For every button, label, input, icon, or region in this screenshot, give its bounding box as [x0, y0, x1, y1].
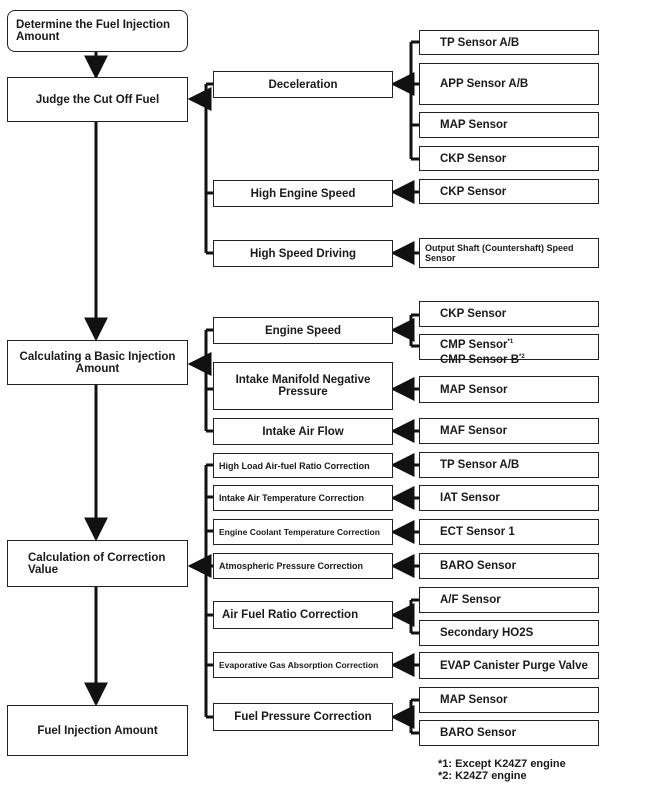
- footnote-2: *2: K24Z7 engine: [438, 770, 527, 782]
- sensor-maf: MAF Sensor: [419, 418, 599, 444]
- sensor-evap: EVAP Canister Purge Valve: [419, 652, 599, 679]
- condition-af-ratio: Air Fuel Ratio Correction: [213, 601, 393, 629]
- sensor-iat: IAT Sensor: [419, 485, 599, 511]
- step-determine-label: Determine the Fuel Injection Amount: [16, 19, 170, 43]
- sensor-ckp-2: CKP Sensor: [419, 179, 599, 204]
- condition-evap-gas: Evaporative Gas Absorption Correction: [213, 652, 393, 678]
- step-basic-box: Calculating a Basic Injection Amount: [7, 340, 188, 385]
- condition-high-speed-driving: High Speed Driving: [213, 240, 393, 267]
- condition-coolant-temp: Engine Coolant Temperature Correction: [213, 519, 393, 545]
- condition-atmospheric: Atmospheric Pressure Correction: [213, 553, 393, 579]
- condition-intake-air-flow: Intake Air Flow: [213, 418, 393, 445]
- sensor-ect1: ECT Sensor 1: [419, 519, 599, 545]
- condition-high-engine-speed: High Engine Speed: [213, 180, 393, 207]
- sensor-map-3: MAP Sensor: [419, 687, 599, 713]
- footnote-mark-1: *1: [507, 339, 514, 345]
- sensor-baro-2: BARO Sensor: [419, 720, 599, 746]
- sensor-cmp-2: CMP Sensor B*2: [440, 353, 525, 366]
- sensor-tp-ab-1: TP Sensor A/B: [419, 30, 599, 55]
- sensor-ckp-1: CKP Sensor: [419, 146, 599, 171]
- footnotes: *1: Except K24Z7 engine *2: K24Z7 engine: [438, 758, 566, 782]
- step-amount-box: Fuel Injection Amount: [7, 705, 188, 756]
- sensor-map-2: MAP Sensor: [419, 376, 599, 403]
- step-cutoff-box: Judge the Cut Off Fuel: [7, 77, 188, 122]
- step-cutoff-label: Judge the Cut Off Fuel: [35, 93, 160, 106]
- sensor-ckp-3: CKP Sensor: [419, 301, 599, 327]
- sensor-app-ab: APP Sensor A/B: [419, 63, 599, 105]
- step-correction-box: Calculation of Correction Value: [7, 540, 188, 587]
- condition-fuel-pressure: Fuel Pressure Correction: [213, 703, 393, 731]
- sensor-tp-ab-2: TP Sensor A/B: [419, 452, 599, 478]
- sensor-cmp-1: CMP Sensor*1: [440, 338, 514, 351]
- step-amount-label: Fuel Injection Amount: [37, 724, 158, 737]
- footnote-mark-2: *2: [519, 353, 525, 360]
- sensor-baro-1: BARO Sensor: [419, 553, 599, 579]
- condition-high-load-af: High Load Air-fuel Ratio Correction: [213, 453, 393, 478]
- sensor-ho2s: Secondary HO2S: [419, 620, 599, 646]
- footnote-1: *1: Except K24Z7 engine: [438, 758, 566, 770]
- sensor-output-shaft: Output Shaft (Countershaft) Speed Sensor: [419, 238, 599, 268]
- step-correction-label: Calculation of Correction Value: [28, 551, 166, 576]
- condition-engine-speed: Engine Speed: [213, 317, 393, 344]
- step-basic-label: Calculating a Basic Injection Amount: [19, 350, 176, 375]
- condition-deceleration: Deceleration: [213, 71, 393, 98]
- condition-intake-manifold: Intake Manifold Negative Pressure: [213, 362, 393, 410]
- sensor-map-1: MAP Sensor: [419, 112, 599, 138]
- sensor-af: A/F Sensor: [419, 587, 599, 613]
- step-determine-box: Determine the Fuel Injection Amount: [7, 10, 188, 52]
- condition-intake-air-temp: Intake Air Temperature Correction: [213, 485, 393, 511]
- sensor-cmp: CMP Sensor*1 CMP Sensor B*2: [419, 334, 599, 366]
